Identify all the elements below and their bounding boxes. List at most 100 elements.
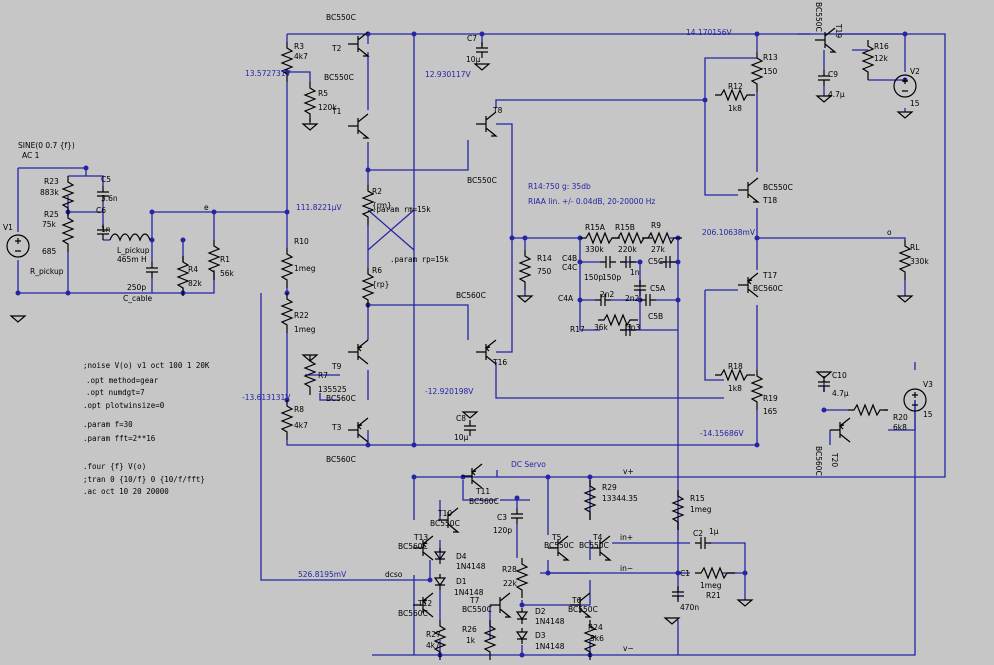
component-label: R19 xyxy=(763,394,778,403)
capacitor-c5a2[interactable] xyxy=(639,293,657,307)
resistor-r10[interactable] xyxy=(281,247,293,289)
component-label: BC550C xyxy=(430,519,460,528)
resistor-r1[interactable] xyxy=(208,239,220,281)
component-label: R6 xyxy=(372,266,382,275)
resistor-r8[interactable] xyxy=(281,399,293,441)
resistor-r12[interactable] xyxy=(714,89,756,101)
diode-d1[interactable] xyxy=(434,573,446,591)
directive-param-rm[interactable]: .param rm=15k xyxy=(372,205,431,214)
component-label: C9 xyxy=(828,70,838,79)
directive-plotwinsize[interactable]: .opt plotwinsize=0 xyxy=(83,401,165,410)
component-label: 10µ xyxy=(454,433,469,442)
component-label: {rp} xyxy=(372,280,389,289)
ground-icon xyxy=(664,617,680,625)
transistor-t20[interactable] xyxy=(829,417,851,443)
net-label-e: e xyxy=(204,203,209,212)
resistor-rl[interactable] xyxy=(899,239,911,281)
directive-ac[interactable]: .ac oct 10 20 20000 xyxy=(83,487,169,496)
component-label: 1µ xyxy=(709,527,719,536)
component-label: 82k xyxy=(188,279,203,288)
component-label: 120k xyxy=(318,103,337,112)
component-label: R29 xyxy=(602,483,617,492)
component-label: C5 xyxy=(101,175,111,184)
component-label: C5C xyxy=(648,257,663,266)
node-voltage-label: 111.8221µV xyxy=(296,203,343,212)
component-label: BC550C xyxy=(462,605,492,614)
transistor-t3[interactable] xyxy=(347,417,369,443)
transistor-t9[interactable] xyxy=(347,339,369,365)
component-label: 2n2 xyxy=(625,294,640,303)
directive-noise[interactable]: ;noise V(o) v1 oct 100 1 20K xyxy=(83,361,210,370)
component-label: T5 xyxy=(551,533,562,542)
component-label: 150p xyxy=(602,273,621,282)
net-label-inplus: in+ xyxy=(620,533,633,542)
component-label: T4 xyxy=(592,533,603,542)
component-label: 75k xyxy=(42,220,57,229)
diode-d2[interactable] xyxy=(516,607,528,625)
component-label: BC560C xyxy=(814,446,823,476)
capacitor-c-cable[interactable] xyxy=(145,261,159,279)
resistor-r18[interactable] xyxy=(714,369,756,381)
component-label: 465m H xyxy=(117,255,147,264)
directive-param-rp[interactable]: .param rp=15k xyxy=(390,255,449,264)
directive-four[interactable]: .four {f} V(o) xyxy=(83,462,146,471)
component-label: 1N4148 xyxy=(535,617,565,626)
component-label: R5 xyxy=(318,89,328,98)
capacitor-c3[interactable] xyxy=(510,507,524,525)
component-label: T16 xyxy=(492,358,507,367)
diode-d3[interactable] xyxy=(516,627,528,645)
resistor-r20[interactable] xyxy=(847,404,889,416)
component-label: R_pickup xyxy=(30,267,64,276)
inductor-l-pickup[interactable] xyxy=(109,233,151,242)
resistor-r14[interactable] xyxy=(519,249,531,291)
voltage-source-v1[interactable] xyxy=(6,234,30,258)
component-label: C1 xyxy=(680,569,690,578)
transistor-t11[interactable] xyxy=(461,463,483,489)
component-label: V2 xyxy=(910,67,920,76)
node-voltage-label: -13.613131V xyxy=(242,393,291,402)
resistor-r28[interactable] xyxy=(516,557,528,599)
resistor-r22[interactable] xyxy=(281,292,293,334)
transistor-t2[interactable] xyxy=(347,31,369,57)
directive-tran[interactable]: ;tran 0 {10/f} 0 {10/f/fft} xyxy=(83,475,205,484)
component-label: T12 xyxy=(417,599,432,608)
resistor-r16[interactable] xyxy=(862,39,874,81)
transistor-t1[interactable] xyxy=(347,113,369,139)
directive-method[interactable]: .opt method=gear xyxy=(86,376,159,385)
component-label: T13 xyxy=(413,533,428,542)
component-label: C_cable xyxy=(123,294,153,303)
resistor-r25[interactable] xyxy=(62,211,74,253)
component-label: T6 xyxy=(571,596,582,605)
component-label: R23 xyxy=(44,177,59,186)
component-label: R15A xyxy=(585,223,606,232)
transistor-t7[interactable] xyxy=(489,592,511,618)
transistor-t8[interactable] xyxy=(475,111,497,137)
component-label: D1 xyxy=(456,577,467,586)
resistor-r19[interactable] xyxy=(751,369,763,411)
directive-numdgt[interactable]: .opt numdgt=7 xyxy=(86,388,145,397)
components xyxy=(6,27,927,661)
directive-param-fft[interactable]: .param fft=2**16 xyxy=(83,434,156,443)
component-label: 1n xyxy=(630,268,640,277)
capacitor-c4b[interactable] xyxy=(599,255,617,269)
component-label: T20 xyxy=(830,452,839,467)
net-label-vplus: v+ xyxy=(623,467,634,476)
transistor-t18[interactable] xyxy=(737,177,759,203)
resistor-r4[interactable] xyxy=(177,255,189,297)
ground-icon xyxy=(897,295,913,303)
resistor-r9[interactable] xyxy=(641,232,683,244)
directive-param-f[interactable]: .param f=30 xyxy=(83,420,133,429)
resistor-r5[interactable] xyxy=(304,81,316,123)
source-ac: AC 1 xyxy=(22,151,40,160)
ground-icon xyxy=(10,315,26,323)
capacitor-c2[interactable] xyxy=(694,536,712,550)
net-label-vminus: v− xyxy=(623,644,634,653)
component-label: 1k8 xyxy=(728,384,742,393)
component-label: BC550C xyxy=(544,541,574,550)
voltage-source-v2[interactable] xyxy=(893,74,917,98)
component-label: 1meg xyxy=(690,505,712,514)
resistor-r21[interactable] xyxy=(694,567,736,579)
component-label: 4k7 xyxy=(294,421,308,430)
